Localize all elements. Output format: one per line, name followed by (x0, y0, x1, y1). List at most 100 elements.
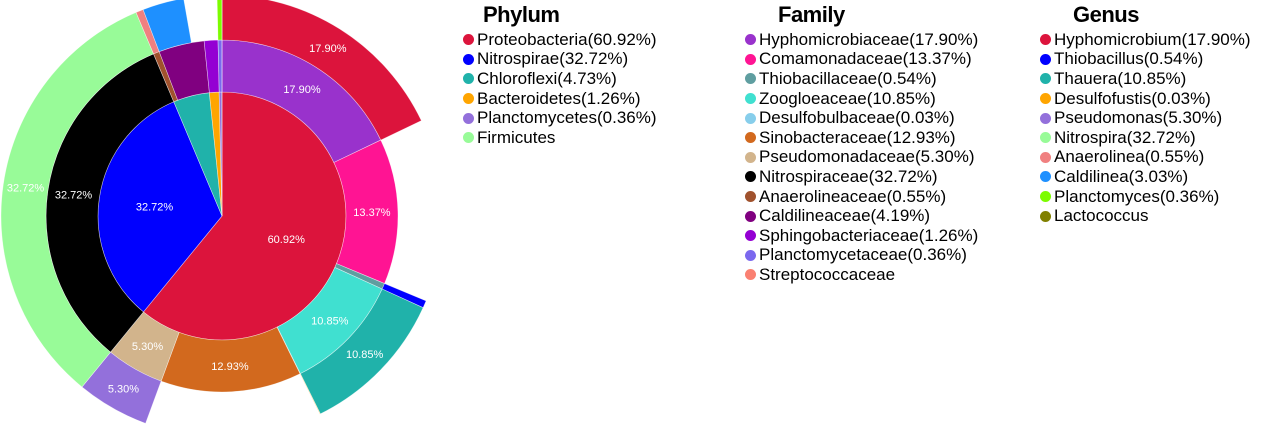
legend-dot-icon (745, 171, 756, 183)
segment-value-label: 5.30% (132, 341, 163, 353)
legend-item-label: Zoogloeaceae(10.85%) (759, 88, 936, 108)
legend-item[interactable]: Streptococcaceae (745, 265, 978, 285)
legend-item-label: Comamonadaceae(13.37%) (759, 49, 972, 69)
legend-item[interactable]: Planctomycetes(0.36%) (463, 108, 657, 128)
segment-planctomyces[interactable] (216, 0, 223, 41)
legend-dot-icon (463, 112, 474, 124)
legend-item-label: Planctomyces(0.36%) (1054, 186, 1220, 206)
legend-item[interactable]: Proteobacteria(60.92%) (463, 30, 657, 50)
legend-item[interactable]: Firmicutes (463, 128, 657, 148)
legend-item-label: Bacteroidetes(1.26%) (477, 88, 641, 108)
legend-list-phylum: Proteobacteria(60.92%)Nitrospirae(32.72%… (463, 30, 657, 148)
legend-item[interactable]: Hyphomicrobium(17.90%) (1040, 30, 1251, 50)
legend-dot-icon (463, 132, 474, 144)
legend-item[interactable]: Chloroflexi(4.73%) (463, 69, 657, 89)
legend-genus: Genus Hyphomicrobium(17.90%)Thiobacillus… (1040, 0, 1251, 226)
legend-item[interactable]: Caldilineaceae(4.19%) (745, 206, 978, 226)
legend-item-label: Planctomycetes(0.36%) (477, 108, 657, 128)
legend-item-label: Hyphomicrobium(17.90%) (1054, 29, 1251, 49)
segment-hyphomicrobium[interactable] (221, 0, 422, 141)
legend-dot-icon (463, 34, 474, 46)
legend-dot-icon (1040, 132, 1051, 144)
legend-dot-icon (1040, 34, 1051, 46)
legend-item[interactable]: Pseudomonas(5.30%) (1040, 108, 1251, 128)
legend-dot-icon (745, 53, 756, 65)
legend-item-label: Thiobacillaceae(0.54%) (759, 68, 937, 88)
legend-item[interactable]: Pseudomonadaceae(5.30%) (745, 147, 978, 168)
legend-dot-icon (463, 93, 474, 105)
legend-dot-icon (745, 191, 756, 203)
legend-dot-icon (745, 93, 756, 105)
legend-list-family: Hyphomicrobiaceae(17.90%)Comamonadaceae(… (745, 30, 978, 285)
legend-item-label: Proteobacteria(60.92%) (477, 29, 657, 49)
legend-dot-icon (1040, 151, 1051, 163)
segment-value-label: 60.92% (268, 234, 306, 246)
legend-dot-icon (463, 53, 474, 65)
legend-dot-icon (745, 151, 756, 163)
legend-item[interactable]: Sphingobacteriaceae(1.26%) (745, 226, 978, 246)
legend-dot-icon (745, 112, 756, 124)
legend-item[interactable]: Hyphomicrobiaceae(17.90%) (745, 30, 978, 50)
legend-item-label: Desulfobulbaceae(0.03%) (759, 108, 955, 128)
segment-value-label: 10.85% (346, 349, 384, 361)
legend-dot-icon (745, 132, 756, 144)
ring-phylum: 60.92% 32.72% (97, 91, 347, 341)
segment-value-label: 5.30% (108, 383, 139, 395)
legend-item-label: Caldilineaceae(4.19%) (759, 206, 931, 226)
legend-item-label: Nitrospiraceae(32.72%) (759, 166, 938, 186)
segment-value-label: 32.72% (7, 183, 45, 195)
legend-dot-icon (745, 230, 756, 242)
legend-item[interactable]: Comamonadaceae(13.37%) (745, 49, 978, 70)
legend-dot-icon (745, 73, 756, 85)
legend-item-label: Sphingobacteriaceae(1.26%) (759, 225, 979, 245)
segment-desulfofustis[interactable] (299, 373, 321, 415)
legend-dot-icon (1040, 191, 1051, 203)
legend-item[interactable]: Caldilinea(3.03%) (1040, 167, 1251, 187)
legend-dot-icon (1040, 53, 1051, 65)
legend-item-label: Chloroflexi(4.73%) (477, 68, 617, 88)
legend-item-label: Hyphomicrobiaceae(17.90%) (759, 29, 979, 49)
legend-item-label: Streptococcaceae (759, 264, 896, 284)
legend-family: Family Hyphomicrobiaceae(17.90%)Comamona… (745, 0, 978, 285)
legend-dot-icon (745, 34, 756, 46)
legend-dot-icon (1040, 112, 1051, 124)
legend-item-label: Pseudomonas(5.30%) (1054, 108, 1223, 128)
segment-value-label: 17.90% (309, 43, 347, 55)
legend-item[interactable]: Anaerolinea(0.55%) (1040, 147, 1251, 168)
legend-item[interactable]: Desulfofustis(0.03%) (1040, 89, 1251, 109)
legend-item[interactable]: Thiobacillus(0.54%) (1040, 49, 1251, 70)
sunburst-chart: 60.92% 32.72% 17.90% 13.37% 10.85% 12.93% 5.30… (0, 0, 427, 424)
legend-item-label: Anaerolineaceae(0.55%) (759, 186, 947, 206)
legend-item-label: Nitrospira(32.72%) (1054, 127, 1196, 147)
legend-item[interactable]: Nitrospira(32.72%) (1040, 128, 1251, 148)
legend-item[interactable]: Thauera(10.85%) (1040, 69, 1251, 89)
legend-item[interactable]: Anaerolineaceae(0.55%) (745, 187, 978, 207)
legend-dot-icon (1040, 93, 1051, 105)
legend-item-label: Firmicutes (477, 127, 556, 147)
segment-value-label: 10.85% (311, 315, 349, 327)
segment-value-label: 32.72% (136, 201, 174, 213)
legend-item-label: Desulfofustis(0.03%) (1054, 88, 1211, 108)
legend-item[interactable]: Planctomycetaceae(0.36%) (745, 245, 978, 266)
legend-item[interactable]: Desulfobulbaceae(0.03%) (745, 108, 978, 128)
legend-item[interactable]: Sinobacteraceae(12.93%) (745, 128, 978, 148)
legend-item[interactable]: Nitrospirae(32.72%) (463, 49, 657, 70)
segment-caldilinea[interactable] (142, 0, 192, 52)
segment-nitrospira[interactable] (0, 12, 154, 388)
legend-item[interactable]: Thiobacillaceae(0.54%) (745, 69, 978, 89)
legend-item-label: Planctomycetaceae(0.36%) (759, 245, 967, 265)
segment-value-label: 13.37% (353, 207, 391, 219)
legend-item[interactable]: Zoogloeaceae(10.85%) (745, 89, 978, 109)
segment-value-label: 12.93% (211, 361, 249, 373)
legend-item-label: Thiobacillus(0.54%) (1054, 49, 1204, 69)
legend-item[interactable]: Lactococcus (1040, 206, 1251, 226)
legend-item-label: Thauera(10.85%) (1054, 68, 1187, 88)
legend-item-label: Caldilinea(3.03%) (1054, 166, 1189, 186)
legend-item[interactable]: Nitrospiraceae(32.72%) (745, 167, 978, 187)
legend-item[interactable]: Bacteroidetes(1.26%) (463, 89, 657, 109)
legend-phylum: Phylum Proteobacteria(60.92%)Nitrospirae… (463, 0, 657, 148)
legend-list-genus: Hyphomicrobium(17.90%)Thiobacillus(0.54%… (1040, 30, 1251, 226)
legend-item[interactable]: Planctomyces(0.36%) (1040, 187, 1251, 207)
legend-dot-icon (745, 269, 756, 281)
segment-value-label: 32.72% (55, 190, 93, 202)
